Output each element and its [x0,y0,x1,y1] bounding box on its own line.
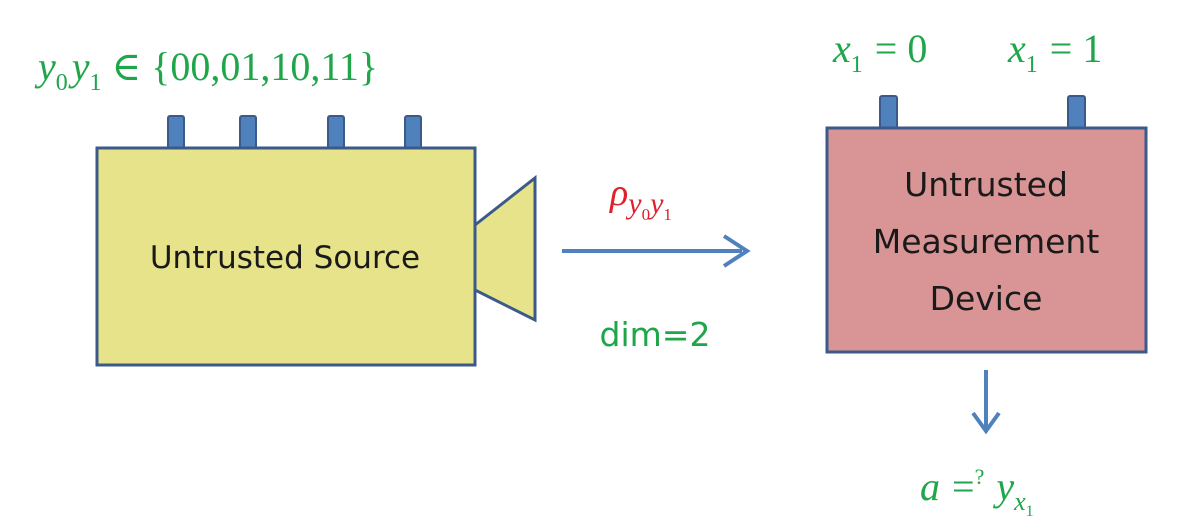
channel-state-label: ρy0y1 [609,172,672,224]
output-rhs-var: y [992,464,1014,509]
device-knob-1 [879,95,898,130]
channel-state-sub-sub2: 1 [663,205,672,224]
source-settings-sub1: 0 [56,70,68,96]
channel-state-symbol: ρ [609,172,628,214]
source-knobs [167,115,422,150]
source-settings-var1: y [34,44,56,89]
device-setting-1-rhs: = 1 [1050,26,1103,71]
channel-arrow [562,234,751,268]
device-knobs [879,95,1086,130]
device-setting-1-var: x [1007,26,1026,71]
source-knob-2 [239,115,257,150]
source-box [95,146,477,367]
output-sup: ? [975,464,985,489]
device-knob-2 [1067,95,1086,130]
device-label-line-2: Measurement [873,222,1100,261]
output-arrow [971,370,1001,435]
output-lhs: a [920,464,940,509]
device-label-line-3: Device [930,279,1043,318]
channel-state-sub-var2: y [647,187,664,220]
source-settings-var2: y [68,44,90,89]
device-setting-1-label: x1 = 1 [1007,26,1102,78]
channel-state-sub-sub1: 0 [642,205,651,224]
source-label: Untrusted Source [150,240,420,276]
source-emitter [473,174,537,323]
source-settings-relation: ∈ [112,44,142,89]
device-setting-0-rhs: = 0 [875,26,928,71]
output-rhs-sub-var: x [1013,487,1026,516]
output-rhs-sub-sub: 1 [1026,503,1034,520]
device-setting-0-label: x1 = 0 [832,26,927,78]
device-label-line-1: Untrusted [904,165,1068,204]
output-label: a =? yx1 [920,464,1034,520]
device-setting-0-var: x [832,26,851,71]
device-setting-0-sub: 1 [851,52,863,78]
source-settings-set: {00,01,10,11} [151,44,378,89]
device-box [825,126,1148,354]
source-knob-4 [404,115,422,150]
channel-state-sub-var1: y [625,187,642,220]
source-knob-1 [167,115,185,150]
device-setting-1-sub: 1 [1026,52,1038,78]
source-knob-3 [327,115,345,150]
output-eq: = [952,464,975,509]
source-settings-sub2: 1 [90,70,102,96]
channel-dimension-label: dim=2 [600,315,711,354]
